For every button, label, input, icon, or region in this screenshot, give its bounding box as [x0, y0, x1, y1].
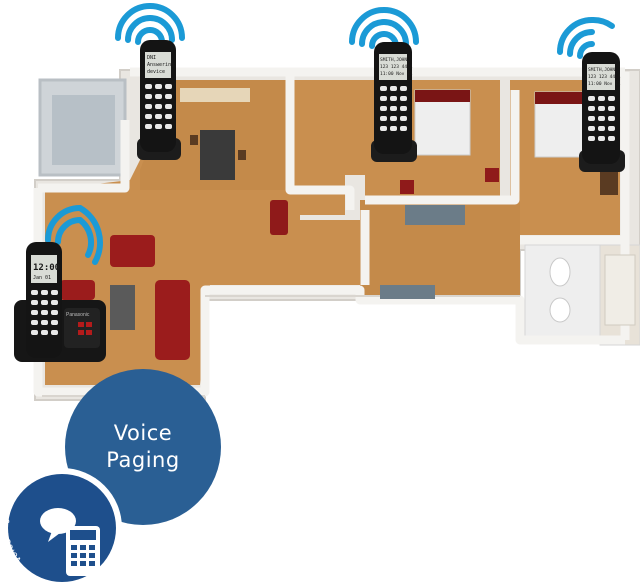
wifi-signal-icon [557, 17, 615, 59]
intercom-badge: Voice Paging / Intercom [0, 466, 122, 585]
handset-screen-line: SMITH,JOHN [588, 67, 615, 73]
apartment-floorplan [33, 67, 640, 401]
handset-screen-line: SMITH,JOHN [380, 57, 407, 63]
base-handset-clock: 12:00 [33, 263, 60, 273]
base-handset-date: Jan 01 [33, 275, 51, 281]
cordless-handset-1: DNI Answering device [137, 40, 181, 160]
voice-paging-label: Voice Paging [78, 420, 208, 474]
handset-screen-line: Answering [147, 62, 174, 68]
wifi-signal-icon [45, 205, 103, 265]
wifi-signal-icon [115, 3, 185, 45]
handset-screen-line: device [147, 69, 165, 75]
keypad-handset-icon [66, 526, 100, 576]
voice-paging-line-1: Voice [113, 421, 173, 445]
handset-screen-line: 123 123 4444 [588, 74, 621, 80]
cordless-handset-2: SMITH,JOHN 123 123 4444 11:00 Nov 11 [371, 42, 417, 162]
wifi-signal-icon [349, 7, 419, 49]
handset-screen-line: DNI [147, 55, 156, 61]
handset-screen-line: 123 123 4444 [380, 64, 413, 70]
voice-paging-line-2: Paging [106, 448, 180, 472]
base-station: Panasonic 12:00 Jan 01 [14, 242, 106, 362]
brand-logo: Panasonic [66, 312, 90, 318]
handset-screen-line: 11:00 Nov 11 [380, 71, 413, 77]
cordless-handset-3: SMITH,JOHN 123 123 4444 11:00 Nov 11 [579, 52, 625, 172]
handset-screen-line: 11:00 Nov 11 [588, 81, 621, 87]
